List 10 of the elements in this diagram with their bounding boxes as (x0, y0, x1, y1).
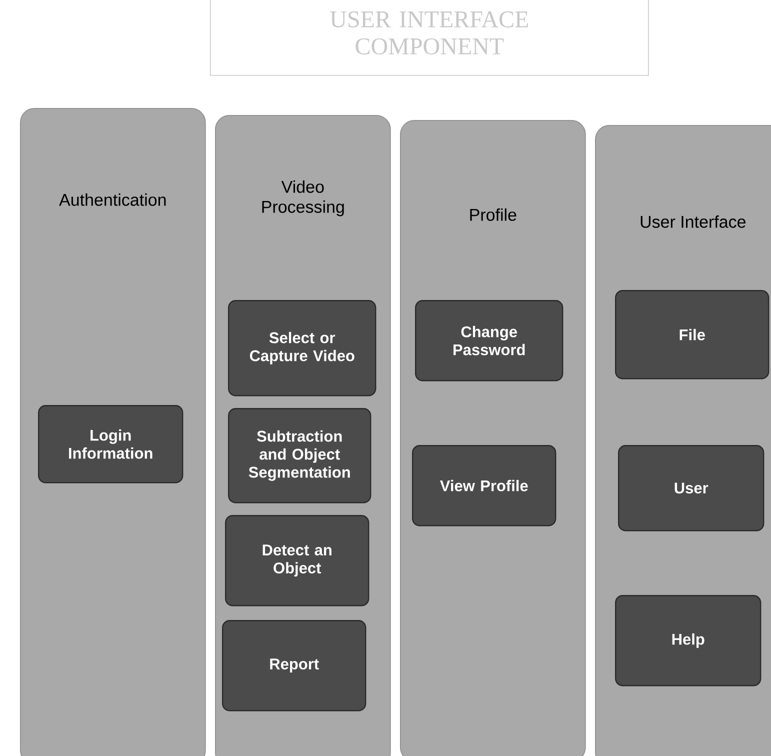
process-box: Change Password (415, 300, 564, 382)
process-box: User (618, 445, 764, 532)
process-box: Subtraction and Object Segmentation (228, 408, 372, 504)
process-box: Detect an Object (225, 515, 370, 606)
process-box: View Profile (412, 445, 556, 526)
process-box: File (615, 290, 770, 380)
process-box: Help (615, 595, 762, 686)
process-box: Report (222, 620, 366, 712)
process-box: Select or Capture Video (228, 300, 376, 396)
process-box: Login Information (38, 405, 184, 484)
